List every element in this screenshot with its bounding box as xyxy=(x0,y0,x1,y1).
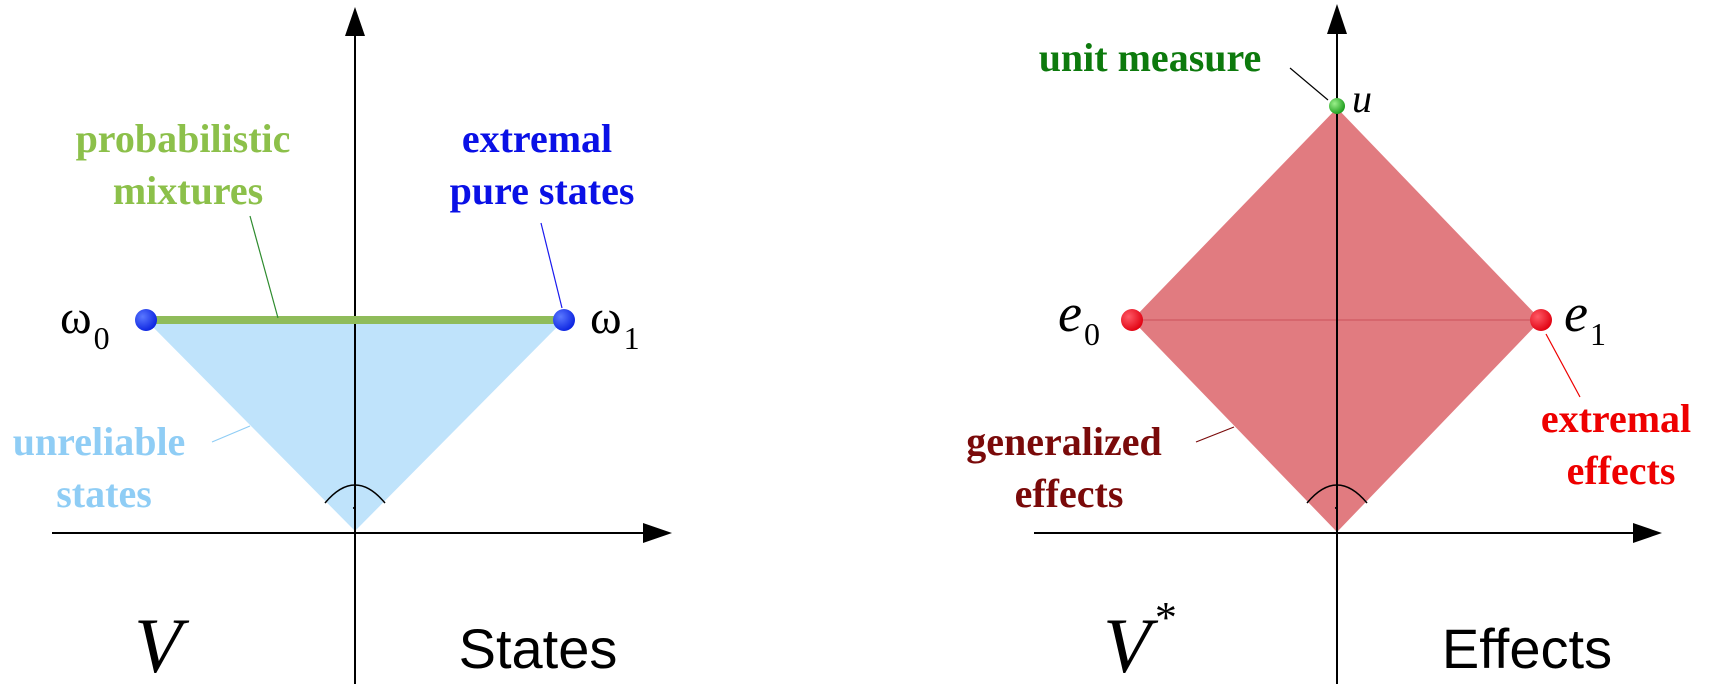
unit-leader xyxy=(1289,67,1329,101)
pure-states-leader xyxy=(540,222,563,309)
u-label: u xyxy=(1352,76,1372,121)
e0-point xyxy=(1121,309,1143,331)
generalized-leader xyxy=(1195,426,1235,443)
effects-right-angle-arc xyxy=(1306,484,1368,504)
unit-point xyxy=(1329,98,1345,114)
omega1-label: ω1 xyxy=(590,291,640,356)
omega1-point xyxy=(553,309,575,331)
states-panel: . ω0 ω1 probabilistic mixtures extremal … xyxy=(13,7,672,684)
unit-measure-label: unit measure xyxy=(1039,35,1262,80)
unreliable-leader xyxy=(211,425,251,443)
unreliable-states-label: unreliable states xyxy=(13,419,196,516)
effects-title: Effects xyxy=(1442,617,1612,680)
effects-panel: . e0 e1 u unit measure generalized effec… xyxy=(966,4,1701,684)
mixtures-label: probabilistic mixtures xyxy=(76,116,301,213)
e0-label: e0 xyxy=(1058,283,1100,352)
omega0-point xyxy=(135,309,157,331)
e1-label: e1 xyxy=(1564,283,1606,352)
mixtures-leader xyxy=(249,215,279,319)
e1-point xyxy=(1530,309,1552,331)
states-y-arrow xyxy=(345,7,365,36)
omega0-label: ω0 xyxy=(60,291,110,356)
effects-space-label: V* xyxy=(1103,593,1177,684)
states-right-angle-arc xyxy=(324,484,386,504)
states-right-angle-dot: . xyxy=(352,493,357,513)
states-x-arrow xyxy=(643,523,672,543)
extremal-effects-label: extremal effects xyxy=(1541,396,1701,493)
effects-y-arrow xyxy=(1327,4,1347,34)
generalized-effects-label: generalized effects xyxy=(966,419,1172,516)
extremal-effects-leader xyxy=(1545,333,1581,398)
states-title: States xyxy=(459,617,618,680)
pure-states-label: extremal pure states xyxy=(450,116,635,213)
states-space-label: V xyxy=(134,602,190,684)
effects-right-angle-dot: . xyxy=(1334,493,1339,513)
effects-x-arrow xyxy=(1633,523,1662,543)
